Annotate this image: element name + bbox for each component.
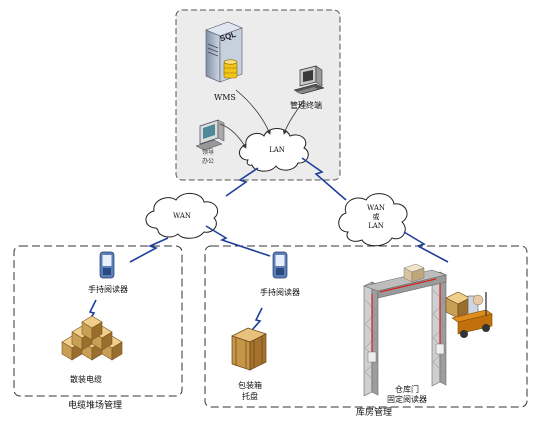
computer-terminal-icon bbox=[293, 65, 325, 95]
wms-to-lan-arrow bbox=[235, 89, 271, 135]
wan-right-to-forklift-link bbox=[403, 231, 449, 263]
box-pile-icon bbox=[61, 315, 123, 361]
wan-left-to-yard-link bbox=[129, 237, 169, 263]
workstation-icon bbox=[195, 119, 225, 151]
wan-right-label-line3: LAN bbox=[368, 222, 384, 230]
wan-right-cloud bbox=[338, 193, 408, 247]
wan-left-cloud bbox=[145, 193, 219, 239]
gate-label-line1: 仓库门 bbox=[395, 385, 419, 394]
gate-label-line2: 固定阅读器 bbox=[387, 395, 427, 404]
lan-to-wan-left-link bbox=[225, 167, 259, 197]
right-reader-label: 手持阅读器 bbox=[260, 288, 300, 297]
cable-yard-title: 电缆堆场管理 bbox=[68, 401, 123, 411]
rfid-gate-icon bbox=[362, 263, 448, 397]
warehouse-title: 库房管理 bbox=[356, 408, 393, 418]
crate-label-line2: 托盘 bbox=[242, 392, 258, 401]
wooden-crate-icon bbox=[231, 327, 267, 371]
handheld-reader-icon bbox=[99, 251, 115, 279]
lan-to-wan-right-link bbox=[301, 157, 347, 201]
office-to-lan-arrow bbox=[219, 123, 247, 149]
lan-cloud-label: LAN bbox=[269, 146, 285, 154]
sql-server-icon: SQL bbox=[205, 21, 243, 83]
crate-label-line1: 包装箱 bbox=[238, 381, 262, 390]
reader-right-to-crate-link bbox=[251, 307, 263, 331]
wan-left-label: WAN bbox=[172, 212, 192, 220]
terminal-to-lan-arrow bbox=[282, 99, 305, 135]
wan-left-to-warehouse-link bbox=[205, 225, 271, 257]
office-label-line1: 领导 bbox=[202, 149, 215, 156]
wan-right-label-line2: 或 bbox=[372, 213, 380, 221]
bulk-cable-label: 散装电缆 bbox=[70, 375, 102, 384]
wms-label: WMS bbox=[214, 93, 236, 102]
left-reader-label: 手持阅读器 bbox=[88, 285, 128, 294]
terminal-label: 管理终端 bbox=[290, 101, 322, 110]
handheld-reader-icon bbox=[272, 251, 288, 279]
wan-right-label-line1: WAN bbox=[366, 204, 386, 212]
forklift-icon bbox=[445, 291, 493, 338]
office-label-line2: 办公 bbox=[202, 158, 215, 165]
